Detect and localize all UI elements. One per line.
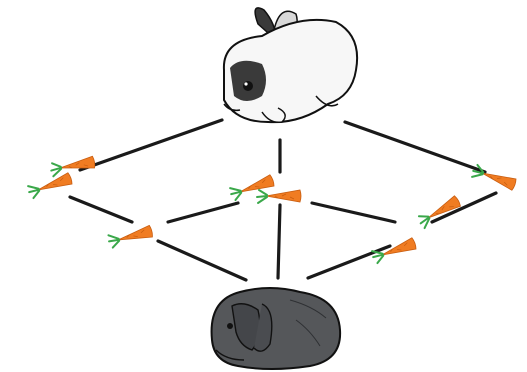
white-rabbit-icon [222,7,358,124]
carrot-group-lower-right [370,194,463,265]
edge-center-lowerleft [166,201,240,224]
edge-center-bottom [276,203,282,280]
carrot-group-center [228,172,302,204]
edge-center-lowerright [310,201,397,224]
edge-lowerleft-bottom [156,239,248,282]
edge-top-left [78,118,224,172]
edge-right-lowerright [430,191,498,224]
edge-left-lowerleft [68,195,134,224]
carrot-lower-left [106,223,155,250]
carrot-group-left [26,155,97,200]
edge-top-right [343,120,487,174]
gray-lop-rabbit-icon [210,287,342,370]
edges [68,118,498,282]
